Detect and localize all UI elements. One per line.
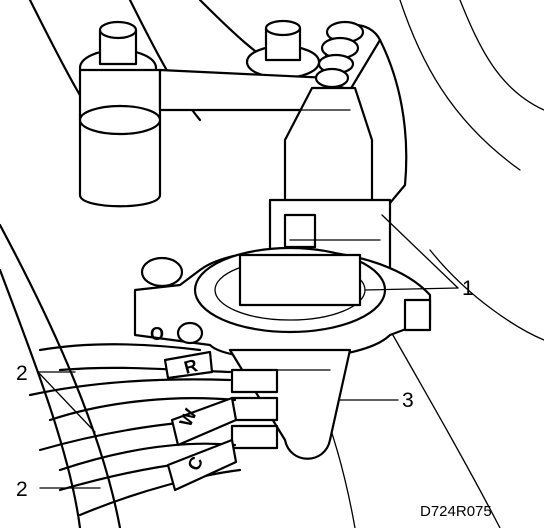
callout-part-1: 1 — [462, 277, 474, 300]
wire-mark-o: O — [150, 324, 164, 344]
wire-harness — [28, 343, 242, 517]
callout-part-2-lower: 2 — [16, 478, 28, 501]
wire-mark-r: R — [182, 355, 200, 378]
sensor-housing — [133, 246, 432, 460]
right-bolt — [158, 19, 332, 112]
callout-part-2-upper: 2 — [16, 362, 28, 385]
drawing-reference: D724R075 — [420, 503, 492, 520]
leader-lines — [37, 214, 459, 489]
wire-mark-w: W — [175, 406, 200, 430]
left-bolt — [78, 20, 162, 208]
callout-part-3: 3 — [402, 389, 414, 412]
connector-boot — [283, 20, 408, 217]
